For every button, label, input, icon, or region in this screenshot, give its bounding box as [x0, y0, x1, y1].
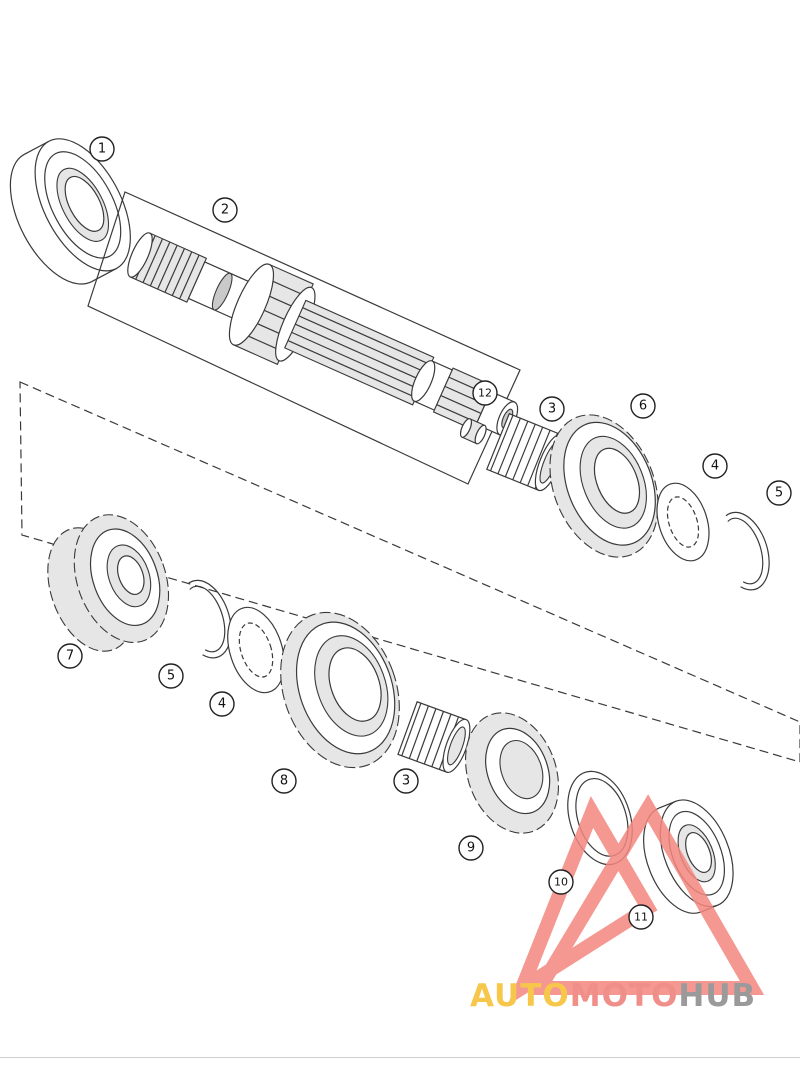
watermark-text-hub: HUB [678, 978, 757, 1014]
part-7-double-gear [47, 514, 170, 652]
callout-3-lower: 3 [393, 768, 419, 794]
part-9-gear [464, 712, 560, 834]
part-3-needle-bearing-lower [397, 701, 471, 774]
svg-text:4: 4 [711, 459, 719, 474]
svg-text:10: 10 [554, 876, 568, 889]
callout-9: 9 [458, 835, 484, 861]
part-2-main-shaft-frame [87, 191, 521, 485]
callout-2: 2 [212, 197, 238, 223]
watermark-text-auto: AUTO [470, 978, 570, 1014]
part-1-ball-bearing [9, 138, 131, 285]
callout-10: 10 [548, 869, 574, 895]
svg-text:1: 1 [98, 142, 106, 157]
svg-text:6: 6 [639, 399, 647, 414]
part-4-splined-washer-upper [656, 482, 710, 562]
callout-6: 6 [630, 393, 656, 419]
callout-8: 8 [271, 768, 297, 794]
part-2-main-shaft [127, 232, 519, 436]
watermark-logo-triangle [507, 794, 765, 1006]
svg-text:7: 7 [66, 649, 74, 664]
part-4-splined-washer-lower [227, 606, 285, 694]
callout-3-upper: 3 [539, 396, 565, 422]
part-6-gear [549, 414, 659, 558]
svg-text:3: 3 [548, 402, 556, 417]
callout-4-lower: 4 [209, 691, 235, 717]
part-5-circlip-upper [725, 511, 770, 591]
part-8-large-gear [280, 611, 400, 769]
svg-text:5: 5 [775, 486, 783, 501]
footer-divider [0, 1057, 800, 1058]
watermark-text-moto: MOTO [569, 978, 679, 1014]
callout-5-upper: 5 [766, 480, 792, 506]
svg-text:4: 4 [218, 697, 226, 712]
callout-11: 11 [628, 904, 654, 930]
watermark-brand-text: AUTOMOTOHUB [470, 978, 800, 1022]
callout-4-upper: 4 [702, 453, 728, 479]
part-12-bushing [459, 418, 487, 445]
part-5-circlip-lower [187, 579, 232, 659]
callout-5-lower: 5 [158, 663, 184, 689]
svg-text:12: 12 [478, 387, 492, 400]
svg-text:5: 5 [167, 669, 175, 684]
lower-group-dashed-frame [19, 381, 800, 763]
svg-text:3: 3 [402, 774, 410, 789]
svg-text:2: 2 [221, 203, 229, 218]
callout-12: 12 [472, 380, 498, 406]
callout-7: 7 [57, 643, 83, 669]
svg-text:9: 9 [467, 841, 475, 856]
svg-text:11: 11 [634, 911, 648, 924]
svg-text:8: 8 [280, 774, 288, 789]
callout-1: 1 [89, 136, 115, 162]
